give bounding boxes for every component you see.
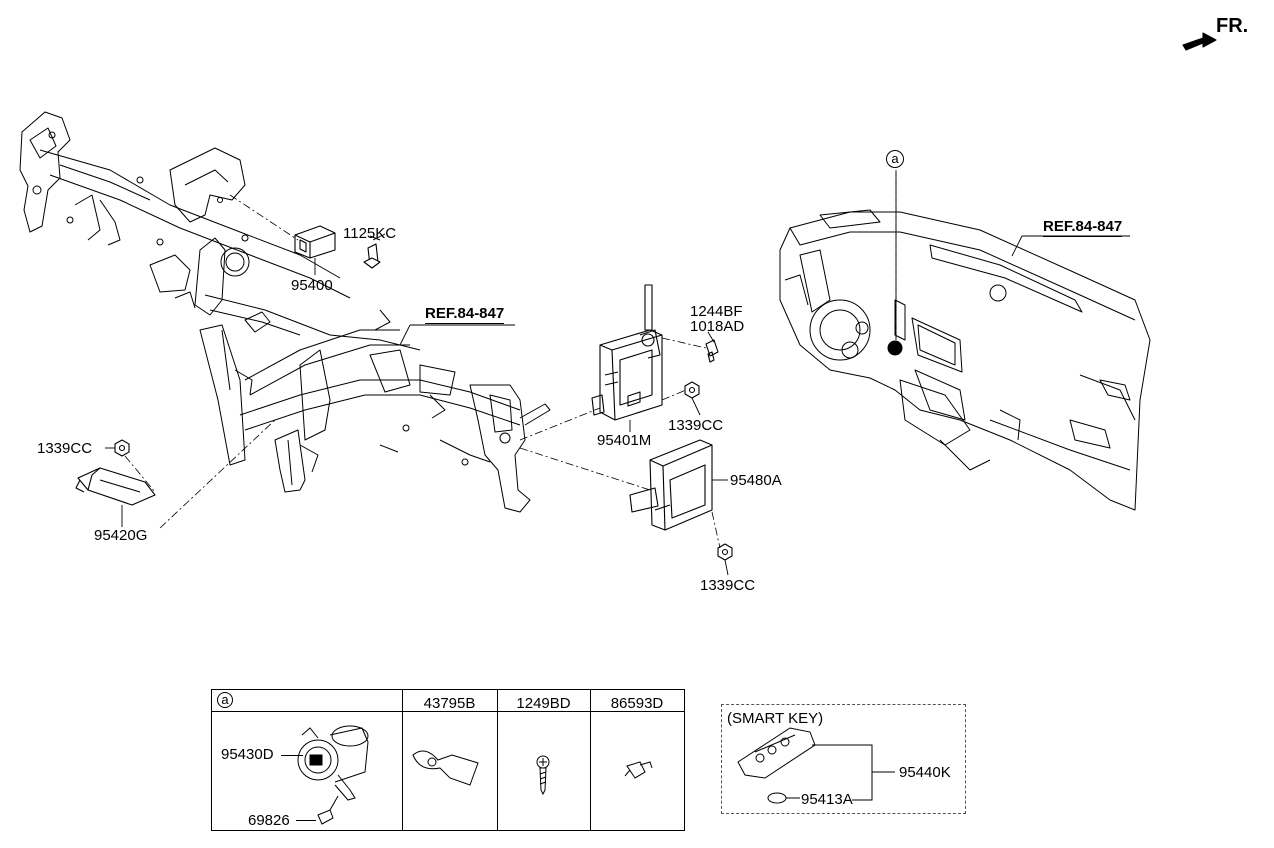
- label-95430d: 95430D: [221, 746, 274, 763]
- part-95420g-antenna: [75, 467, 156, 506]
- screw-1249bd: [536, 755, 550, 796]
- label-1339cc-left: 1339CC: [37, 440, 93, 457]
- part-95440k-smart-key: [737, 727, 895, 801]
- cowl-cross-member: [19, 111, 551, 513]
- table-header-86593d: 86593D: [610, 695, 664, 712]
- part-95480a-module: [629, 439, 713, 531]
- nut-1339cc-mid: [684, 381, 700, 399]
- label-1339cc-mid: 1339CC: [668, 417, 724, 434]
- ref-label-center: REF.84-847: [425, 305, 505, 324]
- assembly-lines: [124, 194, 721, 549]
- bolt-1125kc: [363, 235, 381, 269]
- table-col-divider: [590, 690, 591, 830]
- front-direction-arrow-icon: [1182, 32, 1217, 51]
- label-95413a: 95413A: [801, 791, 853, 808]
- label-95440k: 95440K: [899, 764, 951, 781]
- smart-key-title: (SMART KEY): [727, 710, 824, 727]
- screw-1244bf: [705, 339, 719, 363]
- instrument-panel: [779, 209, 1151, 511]
- leader-lines: [105, 172, 1130, 576]
- label-95420g: 95420G: [94, 527, 148, 544]
- label-1125kc: 1125KC: [343, 225, 397, 242]
- table-col-divider: [402, 690, 403, 830]
- nut-1339cc-left: [114, 439, 130, 457]
- table-col-divider: [497, 690, 498, 830]
- table-header-1249bd: 1249BD: [516, 695, 571, 712]
- smart-key-box: [721, 704, 966, 814]
- label-69826: 69826: [248, 812, 290, 829]
- label-95401m: 95401M: [597, 432, 652, 449]
- detail-table: a 43795B 1249BD 86593D: [211, 689, 685, 831]
- label-1339cc-low: 1339CC: [700, 577, 756, 594]
- leader-95430d: [281, 755, 303, 756]
- part-95430d-start-switch: [297, 725, 369, 801]
- table-header-43795b: 43795B: [423, 695, 476, 712]
- screw-69826: [317, 795, 339, 825]
- table-callout-a: a: [217, 692, 233, 708]
- part-43795b-pad: [412, 750, 479, 786]
- leader-69826: [296, 820, 316, 821]
- label-95400: 95400: [291, 277, 333, 294]
- label-95480a: 95480A: [730, 472, 782, 489]
- part-95413a-battery: [767, 792, 800, 804]
- part-95400-module: [294, 225, 336, 259]
- clip-86593d: [624, 761, 653, 779]
- table-header-divider: [212, 711, 684, 712]
- front-direction-label: FR.: [1216, 15, 1249, 37]
- label-1018ad: 1018AD: [690, 318, 745, 335]
- nut-1339cc-low: [717, 543, 733, 561]
- label-1244bf: 1244BF: [690, 303, 743, 320]
- callout-a-marker: a: [886, 150, 904, 168]
- ref-label-right: REF.84-847: [1043, 218, 1123, 237]
- part-95401m-module: [591, 284, 663, 421]
